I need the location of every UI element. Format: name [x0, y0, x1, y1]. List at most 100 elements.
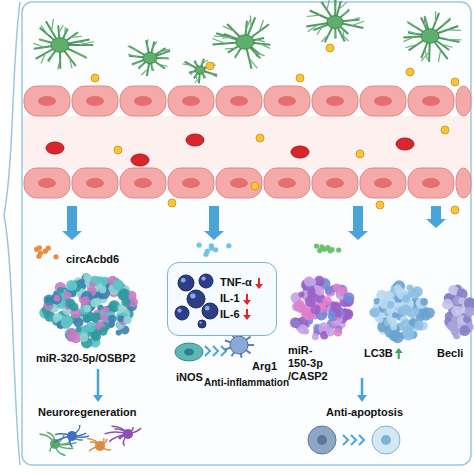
- cell-nucleus: [86, 178, 104, 188]
- sphere-highlight: [177, 308, 181, 312]
- protein-atom: [393, 285, 402, 294]
- increase-arrow: [395, 348, 403, 359]
- astrocyte-branch: [141, 69, 148, 75]
- astrocyte-branch: [71, 36, 82, 38]
- astrocyte-branch: [317, 27, 322, 35]
- astrocyte-branch: [58, 59, 60, 69]
- cell-nucleus: [374, 178, 392, 188]
- neuron-body: [95, 441, 105, 451]
- protein-atom: [451, 306, 462, 317]
- protein-atom: [384, 294, 390, 300]
- vesicle-cluster: [314, 243, 341, 253]
- astrocyte-branch: [260, 44, 270, 49]
- astrocyte: [306, 0, 364, 42]
- protein-atom: [64, 291, 72, 299]
- protein-atom: [76, 326, 82, 332]
- astrocyte-branch: [235, 51, 239, 58]
- protein-atom: [293, 320, 300, 327]
- exosome-dot: [256, 134, 264, 142]
- cytokine-sphere: [187, 290, 205, 308]
- decrease-arrow-shape: [243, 294, 251, 305]
- astrocyte-branch: [249, 58, 257, 68]
- down-arrow: [348, 206, 368, 240]
- protein-atom: [90, 299, 99, 308]
- astrocyte-branch: [254, 52, 264, 56]
- protein-atom: [89, 281, 95, 287]
- astrocyte-branch: [403, 37, 414, 42]
- protein-atom: [387, 301, 395, 309]
- cell-marker: iNOS: [176, 371, 203, 384]
- exosome-dot: [91, 74, 99, 82]
- protein-atom: [369, 307, 379, 317]
- neuron-body: [67, 431, 77, 441]
- protein-model: [369, 280, 435, 343]
- outcome-label: Anti-inflammation: [204, 377, 289, 389]
- astrocyte-body: [327, 16, 343, 29]
- protein-atom: [66, 280, 77, 291]
- endothelial-cell: [216, 86, 262, 116]
- vesicle: [197, 242, 202, 247]
- protein-atom: [103, 307, 110, 314]
- astrocyte-branch: [132, 62, 140, 65]
- arrow-shaft: [361, 378, 364, 396]
- astrocyte-branch: [210, 73, 217, 77]
- cytokine-name: IL-1: [220, 291, 240, 307]
- endothelial-cell: [408, 86, 454, 116]
- astrocyte-body: [236, 35, 254, 49]
- down-arrow: [204, 206, 224, 240]
- protein-atom: [112, 279, 124, 291]
- astrocyte-branch: [447, 29, 461, 31]
- astrocyte-branch: [64, 27, 66, 35]
- chevron: [205, 346, 210, 356]
- endothelial-cell: [312, 168, 358, 198]
- astrocyte-branch: [334, 0, 335, 9]
- astrocyte-branch: [222, 37, 232, 38]
- pathway-label: miR-150-3p /CASP2: [288, 344, 328, 384]
- astrocyte-branch: [161, 58, 169, 60]
- astrocyte-body: [195, 66, 205, 74]
- protein-atom: [376, 316, 383, 323]
- arg1-cell: [225, 332, 254, 358]
- endothelial-cell: [168, 168, 214, 198]
- protein-atom: [57, 287, 64, 294]
- protein-atom: [80, 333, 89, 342]
- astrocyte-branch: [425, 16, 427, 25]
- protein-atom: [298, 291, 304, 297]
- astrocyte-branch: [341, 34, 349, 41]
- protein-atom: [109, 321, 115, 327]
- panel-frame: [22, 2, 471, 465]
- red-blood-cell: [46, 142, 64, 154]
- protein-model: [290, 276, 354, 340]
- cell-nucleus: [230, 96, 248, 106]
- cell-nucleus: [182, 178, 200, 188]
- vesicle: [209, 243, 214, 248]
- astrocyte-branch: [195, 60, 196, 64]
- protein-atom: [392, 312, 398, 318]
- exosome-dot: [451, 206, 459, 214]
- endothelial-cell: [264, 86, 310, 116]
- protein-atom: [116, 330, 122, 336]
- protein-atom: [459, 325, 470, 336]
- protein-atom: [334, 328, 342, 336]
- endothelial-cell: [24, 168, 70, 198]
- sphere-highlight: [201, 276, 205, 280]
- cell-nucleus: [134, 178, 152, 188]
- protein-model: [442, 284, 474, 339]
- astrocyte-branch: [407, 22, 417, 28]
- cell-nucleus: [184, 349, 194, 356]
- protein-atom: [70, 302, 79, 311]
- exosome-dot: [296, 74, 304, 82]
- sphere-highlight: [190, 293, 195, 298]
- astrocyte-branch: [190, 72, 193, 76]
- protein-atom: [398, 307, 406, 315]
- protein-atom: [83, 273, 90, 280]
- arrow-head: [357, 395, 367, 402]
- protein-atom: [123, 316, 131, 324]
- outcome-label: Neuroregeneration: [38, 406, 136, 419]
- protein-atom: [465, 307, 474, 317]
- astrocyte: [128, 39, 170, 76]
- astrocyte-branch: [128, 46, 138, 51]
- protein-atom: [94, 313, 100, 319]
- protein-atom: [384, 291, 394, 301]
